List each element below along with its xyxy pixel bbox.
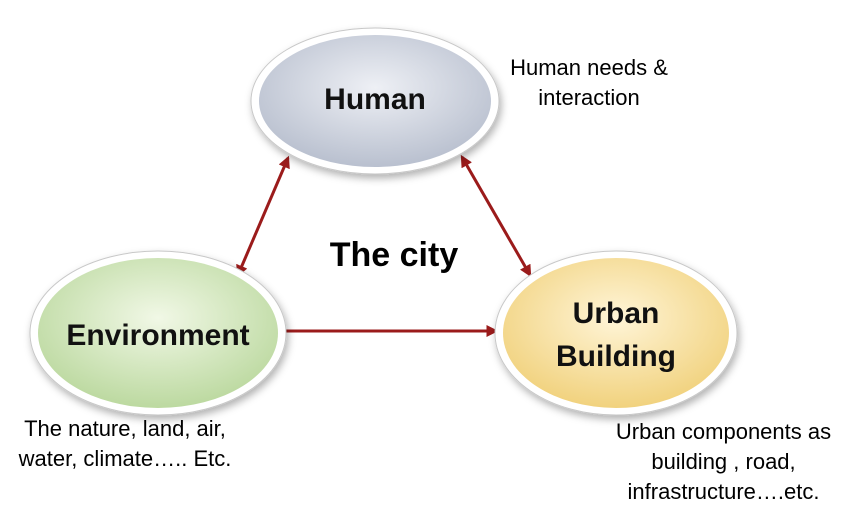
arrow-human-environment bbox=[236, 155, 290, 278]
node-urban-building: Urban Building bbox=[494, 250, 738, 416]
note-human-line: interaction bbox=[538, 85, 640, 110]
node-environment-label: Environment bbox=[66, 319, 249, 352]
node-human-label: Human bbox=[324, 83, 426, 116]
node-environment: Environment bbox=[29, 250, 287, 416]
node-human-ellipse bbox=[259, 35, 491, 167]
node-environment-ellipse bbox=[38, 258, 278, 408]
note-urban-building-line: infrastructure….etc. bbox=[627, 479, 820, 504]
note-urban-building-line: building , road, bbox=[651, 449, 796, 474]
note-human-line: Human needs & bbox=[510, 55, 668, 80]
node-human: Human bbox=[250, 27, 500, 175]
arrow-human-urban-building bbox=[460, 154, 532, 278]
note-environment-line: water, climate….. Etc. bbox=[18, 446, 232, 471]
node-urban-building-label-line2: Building bbox=[556, 340, 676, 373]
node-urban-building-label-line1: Urban bbox=[573, 297, 660, 330]
note-urban-building: Urban components as building , road, inf… bbox=[601, 417, 846, 507]
note-urban-building-line: Urban components as bbox=[615, 419, 832, 444]
note-environment: The nature, land, air, water, climate…..… bbox=[2, 414, 248, 474]
note-environment-line: The nature, land, air, bbox=[24, 416, 226, 441]
center-title: The city bbox=[330, 236, 459, 274]
node-urban-building-ellipse bbox=[503, 258, 729, 408]
note-human: Human needs & interaction bbox=[494, 53, 684, 113]
